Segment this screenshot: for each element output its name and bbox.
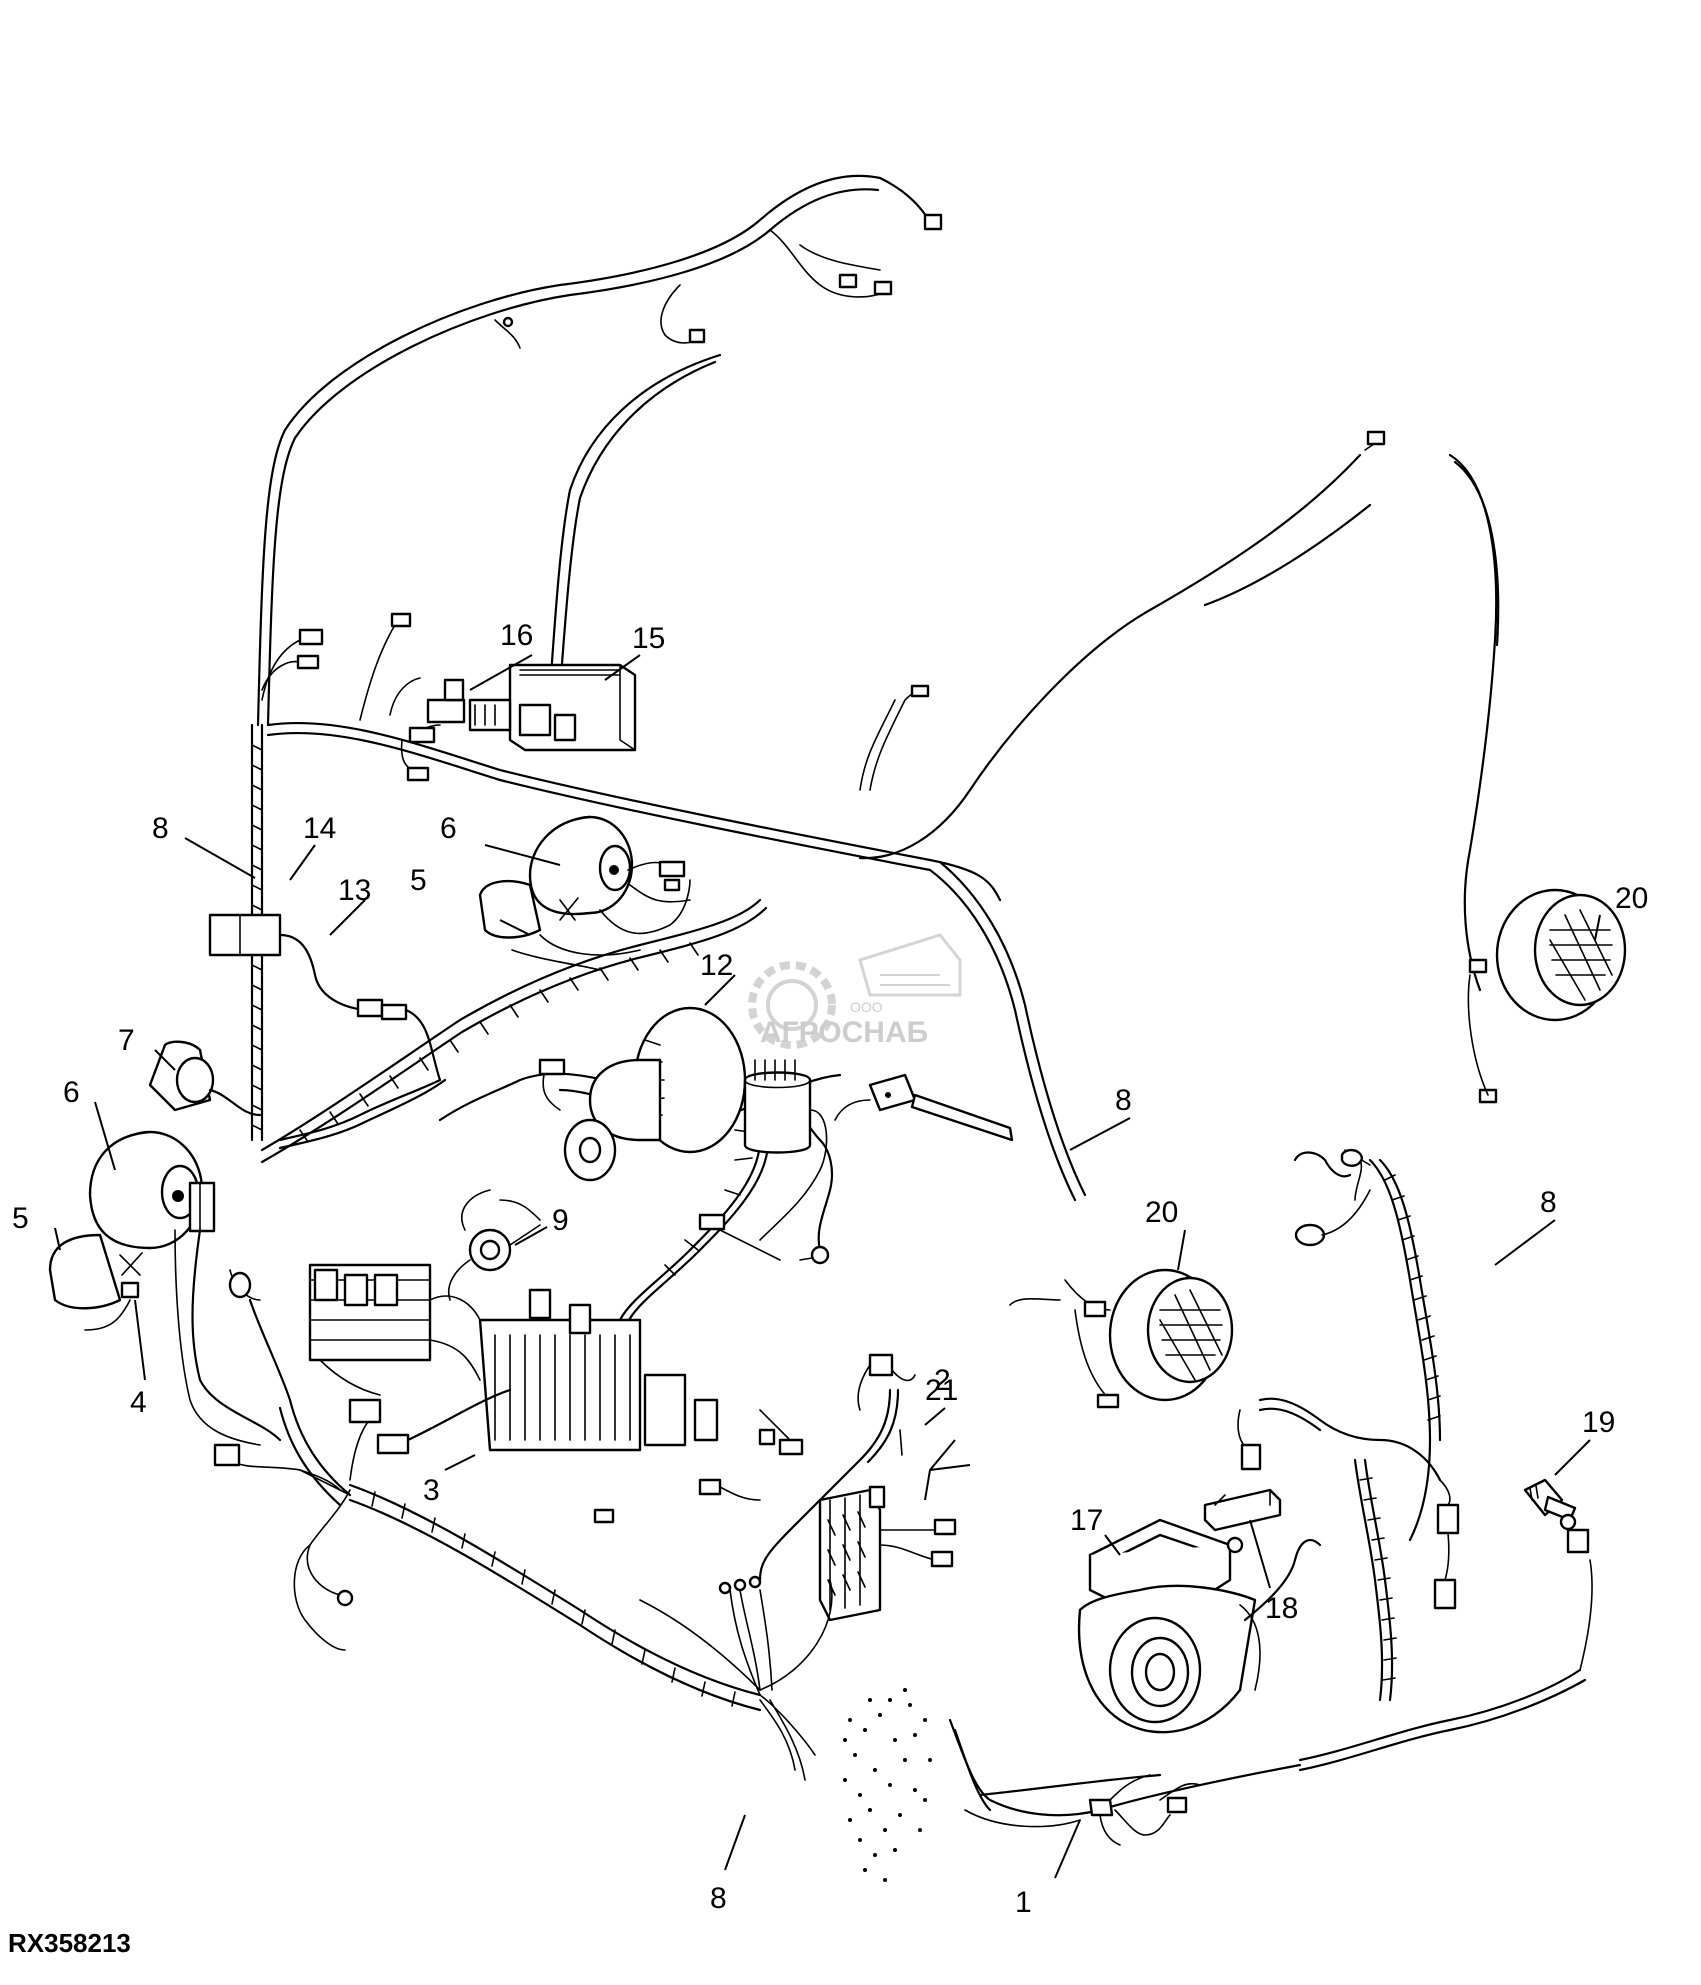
callout-12: 12: [700, 949, 733, 982]
callout-5-lower: 5: [12, 1202, 29, 1235]
callout-17: 17: [1070, 1504, 1103, 1537]
callout-4: 4: [130, 1386, 147, 1419]
callout-15: 15: [632, 622, 665, 655]
callout-8-right: 8: [1540, 1186, 1557, 1219]
callout-20-center: 20: [1145, 1196, 1178, 1229]
harness-3: [213, 1298, 762, 1712]
callout-9: 9: [552, 1204, 569, 1237]
motor-7: [148, 1040, 262, 1117]
callout-2: 2: [934, 1364, 951, 1397]
callouts: 1 2 3 4 5 5 6 6 7 8 8 8 8 9 12 13 14 15 …: [12, 619, 1648, 1919]
wiper-motor-upper: [478, 815, 691, 971]
sensor-probe: [834, 1073, 1014, 1142]
harness-8-right: [1237, 1148, 1593, 1772]
harness-13-14: [208, 913, 447, 1150]
fuse-relay-block: [308, 1263, 719, 1452]
fuse-block-2: [758, 1388, 957, 1622]
callout-14: 14: [303, 812, 336, 845]
harness-drop: [639, 1575, 833, 1781]
lamp-20-right: [1495, 888, 1627, 1022]
callout-6-upper: 6: [440, 812, 457, 845]
leader-lines: [54, 654, 1601, 1879]
watermark-logo: ООО АГРОСНАБ: [748, 933, 962, 1049]
harness-1: [948, 1718, 1302, 1846]
connectors-center: [593, 1213, 916, 1524]
callout-19: 19: [1582, 1406, 1615, 1439]
module-18: [1203, 1488, 1282, 1554]
speckle-texture: [843, 1688, 932, 1882]
switch-9: [448, 1189, 541, 1301]
blower-fan-12: [538, 1006, 747, 1182]
callout-18: 18: [1265, 1592, 1298, 1625]
watermark-prefix: ООО: [850, 999, 883, 1015]
watermark-name: АГРОСНАБ: [760, 1016, 928, 1049]
callout-5-upper: 5: [410, 864, 427, 897]
callout-21: 21: [925, 1374, 958, 1407]
callout-7: 7: [118, 1024, 135, 1057]
callout-13: 13: [338, 874, 371, 907]
callout-20-right: 20: [1615, 882, 1648, 915]
controller-module: [468, 663, 637, 752]
canister-part: [743, 1059, 828, 1241]
sensor-19: [1523, 1478, 1577, 1531]
wiper-motor-lower: [48, 1130, 216, 1310]
lamp-20-center: [1009, 1268, 1234, 1409]
callout-16: 16: [500, 619, 533, 652]
callout-3: 3: [423, 1474, 440, 1507]
relay-16: [389, 677, 466, 782]
roof-harness: [250, 174, 1500, 1202]
blower-housing-17: [1077, 1518, 1322, 1734]
callout-8-center: 8: [1115, 1084, 1132, 1117]
callout-6-lower: 6: [63, 1076, 80, 1109]
callout-1: 1: [1015, 1886, 1032, 1919]
callout-8-bottom: 8: [710, 1882, 727, 1915]
callout-8-left: 8: [152, 812, 169, 845]
left-lower-harness: [84, 1228, 346, 1651]
figure-code: RX358213: [8, 1928, 131, 1958]
